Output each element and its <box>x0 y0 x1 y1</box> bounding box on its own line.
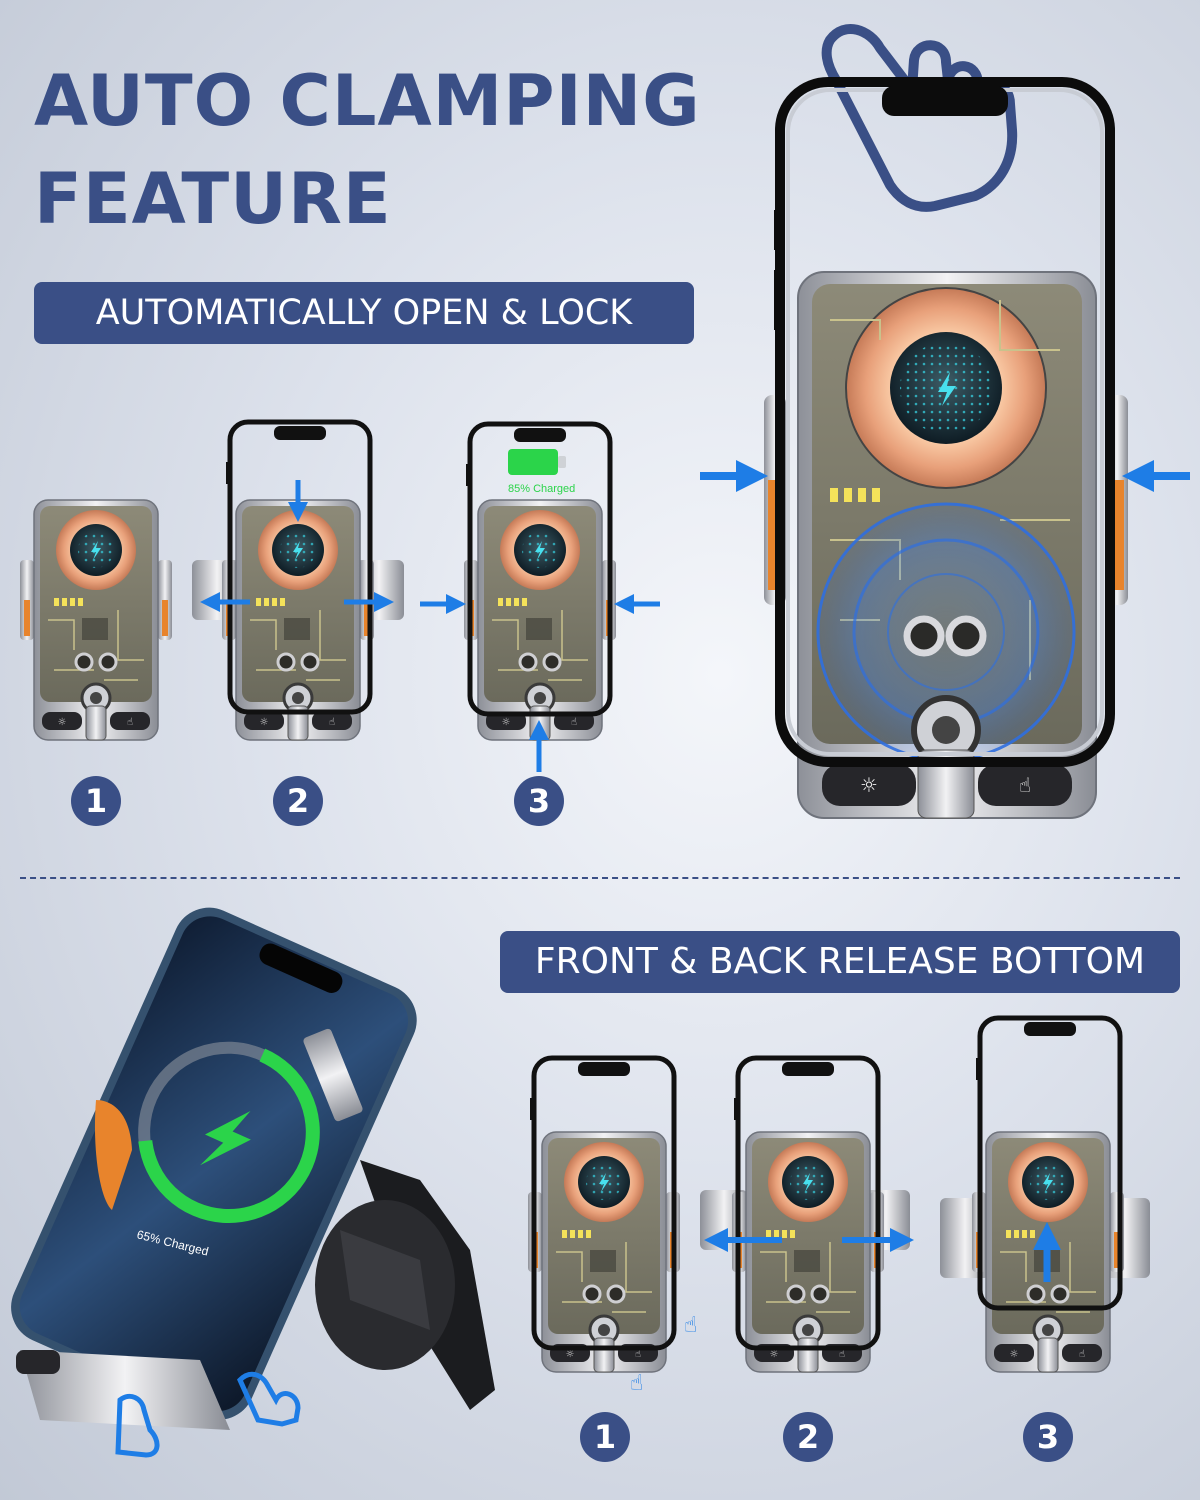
bottom-step1-holder: ☝ ☝ <box>526 1058 697 1396</box>
finger-tap-icon: ☝ <box>1019 773 1031 797</box>
sun-icon: ☼ <box>860 773 878 797</box>
bottom-step3-holder <box>940 1018 1150 1374</box>
headline: AUTO CLAMPING FEATURE <box>34 52 701 248</box>
bottom-step-1-badge: 1 <box>580 1412 630 1462</box>
large-holder: ☼ ☝ <box>700 77 1190 819</box>
lightning-icon <box>938 372 956 406</box>
bottom-step-3-badge: 3 <box>1023 1412 1073 1462</box>
top-step-2-badge: 2 <box>273 776 323 826</box>
svg-text:☝: ☝ <box>684 1313 697 1338</box>
bottom-step2-holder <box>700 1058 914 1374</box>
top-step-3-badge: 3 <box>514 776 564 826</box>
banner-auto-open-lock: AUTOMATICALLY OPEN & LOCK <box>34 282 694 344</box>
bottom-step-2-badge: 2 <box>783 1412 833 1462</box>
hand-pointer-icon <box>821 24 1018 212</box>
top-step-1-badge: 1 <box>71 776 121 826</box>
hand-tap-icon <box>115 1371 301 1458</box>
battery-icon <box>508 449 558 475</box>
battery-label: 85% Charged <box>508 483 576 495</box>
vent-mount-phone <box>11 907 495 1458</box>
top-step2-holder <box>192 422 404 742</box>
banner-front-back-release: FRONT & BACK RELEASE BOTTOM <box>500 931 1180 993</box>
section-divider <box>20 877 1180 879</box>
top-step3-holder <box>420 424 660 772</box>
svg-text:☝: ☝ <box>630 1371 643 1396</box>
headline-line2: FEATURE <box>34 158 392 240</box>
top-step1-holder <box>18 498 174 742</box>
headline-line1: AUTO CLAMPING <box>34 60 701 142</box>
